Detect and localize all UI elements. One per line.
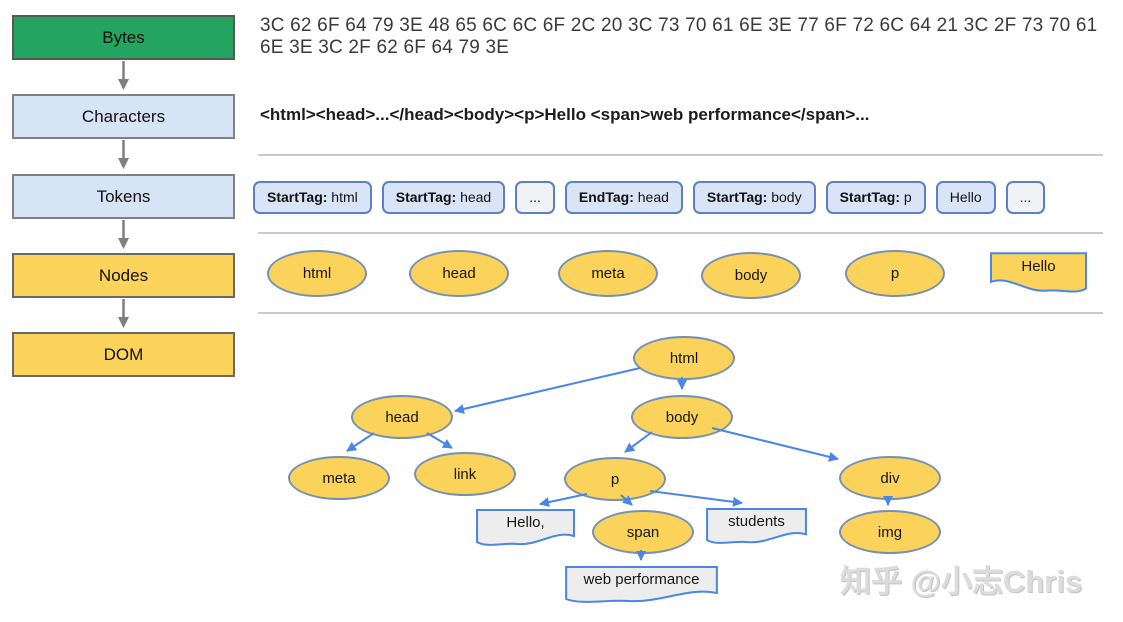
stage-nodes: Nodes — [12, 253, 235, 298]
bytes-hex-text: 3C 62 6F 64 79 3E 48 65 6C 6C 6F 2C 20 3… — [260, 15, 1110, 59]
characters-markup-text: <html><head>...</head><body><p>Hello <sp… — [260, 105, 870, 124]
token-ellipsis-2: ... — [1005, 181, 1046, 214]
divider-nodes-dom — [258, 312, 1103, 314]
node-label: html — [669, 349, 699, 367]
tree-node-students-text: students — [705, 507, 808, 546]
token-starttag-p: StartTag: p — [825, 181, 926, 214]
stage-tokens-label: Tokens — [96, 186, 151, 206]
token-ellipsis-1: ... — [515, 181, 555, 214]
token-value: p — [900, 189, 912, 205]
stage-bytes-label: Bytes — [102, 27, 145, 47]
tree-node-div: div — [839, 456, 941, 500]
node-label: meta — [322, 469, 356, 487]
tree-node-meta: meta — [288, 456, 390, 500]
node-html: html — [267, 250, 367, 297]
tokens-row: StartTag: html StartTag: head ... EndTag… — [253, 181, 1046, 214]
tree-edge-head-link — [426, 432, 453, 449]
node-label: head — [385, 408, 419, 426]
document-shape — [475, 508, 576, 548]
node-label: meta — [591, 265, 625, 282]
node-label: link — [453, 465, 477, 483]
node-label: div — [880, 469, 900, 487]
token-starttag-body: StartTag: body — [692, 181, 816, 214]
bytes-hex-line2: 6E 3E 3C 2F 62 6F 64 79 3E — [260, 37, 510, 58]
tree-node-web-performance-text: web performance — [563, 565, 720, 605]
divider-characters-tokens — [258, 154, 1103, 156]
tree-node-hello-text: Hello, — [475, 508, 576, 548]
node-label: body — [734, 267, 768, 284]
tree-node-head: head — [351, 395, 453, 439]
node-label: p — [890, 265, 900, 282]
node-p: p — [845, 250, 945, 297]
stage-bytes: Bytes — [12, 15, 235, 60]
node-label: web performance — [583, 570, 700, 588]
node-label: head — [442, 265, 476, 282]
node-head: head — [409, 250, 509, 297]
tree-node-html: html — [633, 336, 735, 380]
stage-nodes-label: Nodes — [98, 265, 149, 285]
token-text-hello: Hello — [935, 181, 996, 214]
tree-node-body: body — [631, 395, 733, 439]
node-meta: meta — [558, 250, 658, 297]
node-label: p — [610, 470, 620, 488]
document-shape — [563, 565, 720, 605]
token-type: StartTag: — [839, 189, 901, 205]
token-value: body — [767, 189, 802, 205]
node-label: body — [665, 408, 699, 426]
token-value: head — [633, 189, 669, 205]
stage-tokens: Tokens — [12, 174, 235, 219]
document-shape — [989, 251, 1088, 295]
token-value: head — [456, 189, 492, 205]
token-starttag-html: StartTag: html — [253, 181, 372, 214]
token-value: ... — [529, 189, 541, 205]
stage-dom: DOM — [12, 332, 235, 377]
node-body: body — [701, 252, 801, 299]
stage-characters: Characters — [12, 94, 235, 139]
tree-edge-p-students — [649, 490, 743, 507]
token-value: ... — [1019, 189, 1032, 205]
tree-edge-p-hello — [539, 493, 588, 508]
watermark-text: 知乎 @小志Chris — [840, 564, 1083, 599]
tree-edge-body-div — [711, 427, 839, 462]
token-type: StartTag: — [706, 189, 768, 205]
node-label: html — [302, 265, 332, 282]
tree-edge-html-head — [454, 367, 641, 414]
bytes-hex-line1: 3C 62 6F 64 79 3E 48 65 6C 6C 6F 2C 20 3… — [260, 15, 1098, 36]
token-type: StartTag: — [267, 189, 328, 205]
tree-node-img: img — [839, 510, 941, 554]
divider-tokens-nodes — [258, 232, 1103, 234]
tree-edge-body-p — [624, 431, 653, 453]
token-value: Hello — [949, 189, 982, 205]
token-endtag-head: EndTag: head — [564, 181, 683, 214]
token-type: StartTag: — [395, 189, 457, 205]
token-type: EndTag: — [578, 189, 634, 205]
node-label: Hello, — [506, 513, 545, 531]
tree-edge-head-meta — [346, 432, 375, 452]
stage-dom-label: DOM — [103, 344, 144, 364]
document-shape — [705, 507, 808, 546]
token-starttag-head: StartTag: head — [381, 181, 506, 214]
node-label: span — [626, 523, 660, 541]
node-label: img — [877, 523, 903, 541]
node-label: Hello — [1021, 258, 1056, 276]
node-hello-document: Hello — [989, 251, 1088, 295]
tree-node-span: span — [592, 510, 694, 554]
node-label: students — [728, 512, 785, 530]
stage-characters-label: Characters — [81, 106, 166, 126]
tree-node-p: p — [564, 457, 666, 501]
token-value: html — [327, 189, 358, 205]
tree-node-link: link — [414, 452, 516, 496]
